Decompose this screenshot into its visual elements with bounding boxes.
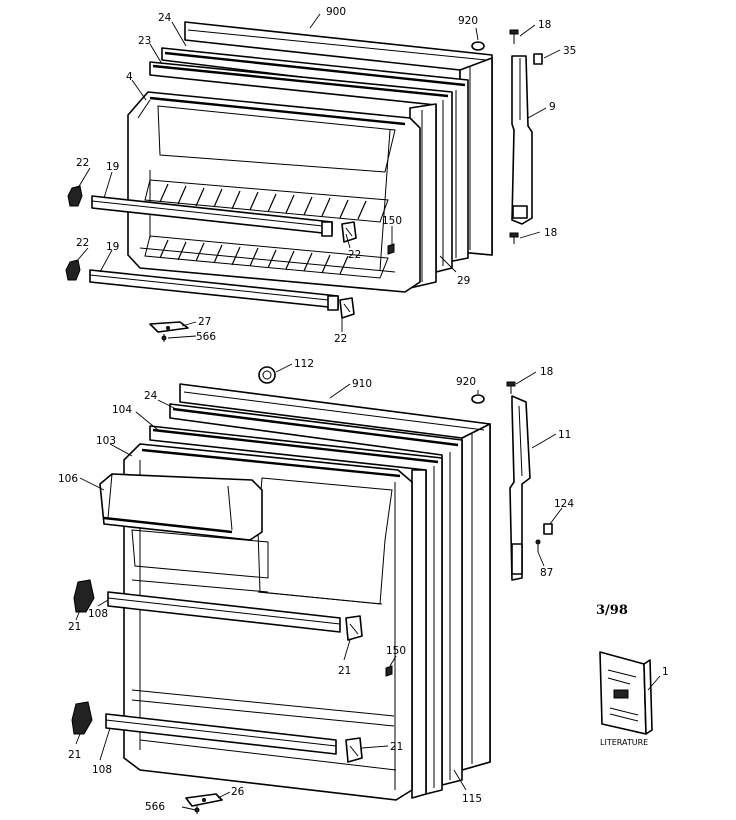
lower-stop-bracket (185, 793, 223, 807)
label-lower-hinge-screw: 18 (540, 366, 553, 378)
lower-hinge-cap (543, 523, 553, 535)
lower-door-frame (411, 469, 427, 799)
label-lower-rail-top: 108 (88, 608, 108, 620)
label-literature-caption: LITERATURE (600, 738, 648, 747)
label-upper-plug: 920 (458, 15, 478, 27)
lower-door-assembly (71, 366, 553, 814)
label-lower-hinge-cap: 124 (554, 498, 574, 510)
lower-gasket (169, 403, 463, 786)
label-lower-dairy-door: 106 (58, 473, 78, 485)
label-upper-liner: 4 (126, 71, 133, 83)
label-lower-rail-bottom: 108 (92, 764, 112, 776)
label-lower-door: 910 (352, 378, 372, 390)
lower-hinge-pin (535, 539, 541, 552)
leader-lines (75, 13, 661, 811)
lower-plug (471, 394, 485, 404)
label-upper-support-right-top: 22 (348, 249, 361, 261)
label-lower-stop-screw: 566 (145, 801, 165, 813)
upper-support-left-top (67, 185, 83, 207)
upper-shelf-rail-top (91, 195, 333, 237)
label-lower-support-right-top: 21 (338, 665, 351, 677)
label-upper-hinge-cap: 35 (563, 45, 576, 57)
label-lower-plug: 920 (456, 376, 476, 388)
upper-shelf-1-hatch (144, 179, 389, 223)
upper-hinge (511, 55, 533, 225)
upper-shelf-2-hatch (144, 235, 389, 279)
upper-support-left-bottom (65, 259, 81, 281)
callout-labels: 900 24 23 4 920 18 35 9 18 22 19 22 19 2… (58, 6, 669, 813)
lower-support-right-bottom (345, 737, 363, 763)
upper-support-right-bottom (339, 297, 355, 319)
label-lower-stop: 150 (386, 645, 406, 657)
label-upper-liner-trim: 23 (138, 35, 151, 47)
upper-stop-bracket (149, 321, 189, 333)
label-upper-door: 900 (326, 6, 346, 18)
label-upper-support-right-bottom: 22 (334, 333, 347, 345)
label-upper-stop-screw: 566 (196, 331, 216, 343)
label-lower-liner: 103 (96, 435, 116, 447)
upper-support-right-top (341, 221, 357, 243)
label-upper-support-left-top: 22 (76, 157, 89, 169)
upper-hinge-screw-bottom (509, 232, 519, 244)
label-upper-door-frame: 29 (457, 275, 470, 287)
upper-door-assembly (65, 21, 543, 342)
lower-button (258, 366, 276, 384)
label-upper-hinge-screw-bottom: 18 (544, 227, 557, 239)
lower-door-stop (385, 665, 393, 677)
upper-door-stop (387, 243, 395, 255)
upper-hinge-screw-top (509, 29, 519, 44)
lower-shelf-rail-top (107, 591, 341, 633)
label-upper-rail-bottom: 19 (106, 241, 119, 253)
label-upper-hinge-screw: 18 (538, 19, 551, 31)
label-lower-gasket: 24 (144, 390, 158, 402)
label-lower-hinge-pin: 87 (540, 567, 553, 579)
label-upper-rail-top: 19 (106, 161, 119, 173)
label-lower-support-left-bottom: 21 (68, 749, 81, 761)
label-upper-support-left-bottom: 22 (76, 237, 89, 249)
literature-booklet (599, 651, 653, 735)
lower-hinge (509, 395, 531, 581)
upper-door-liner (127, 91, 421, 293)
label-lower-support-right-bottom: 21 (390, 741, 403, 753)
lower-stop-screw (194, 806, 200, 814)
label-lower-door-frame: 115 (462, 793, 482, 805)
lower-hinge-screw (506, 381, 516, 394)
label-upper-stop-bracket: 27 (198, 316, 211, 328)
upper-shelf-rail-bottom (89, 269, 339, 311)
lower-support-left-top (73, 579, 95, 613)
label-lower-button: 112 (294, 358, 314, 370)
label-upper-hinge: 9 (549, 101, 556, 113)
label-lower-liner-trim: 104 (112, 404, 132, 416)
label-date-code: 3/98 (596, 603, 628, 618)
lower-dairy-door (99, 473, 263, 541)
label-literature-number: 1 (662, 666, 669, 678)
label-upper-gasket: 24 (158, 12, 172, 24)
label-upper-stop: 150 (382, 215, 402, 227)
upper-stop-screw (161, 334, 167, 342)
lower-shelf-rail-bottom (105, 713, 337, 755)
upper-hinge-cap (533, 53, 543, 65)
label-lower-support-left-top: 21 (68, 621, 81, 633)
label-lower-hinge: 11 (558, 429, 571, 441)
lower-door-panel (179, 383, 491, 771)
label-lower-stop-bracket: 26 (231, 786, 245, 798)
lower-support-left-bottom (71, 701, 93, 735)
upper-plug (471, 41, 485, 51)
lower-support-right-top (345, 615, 363, 641)
